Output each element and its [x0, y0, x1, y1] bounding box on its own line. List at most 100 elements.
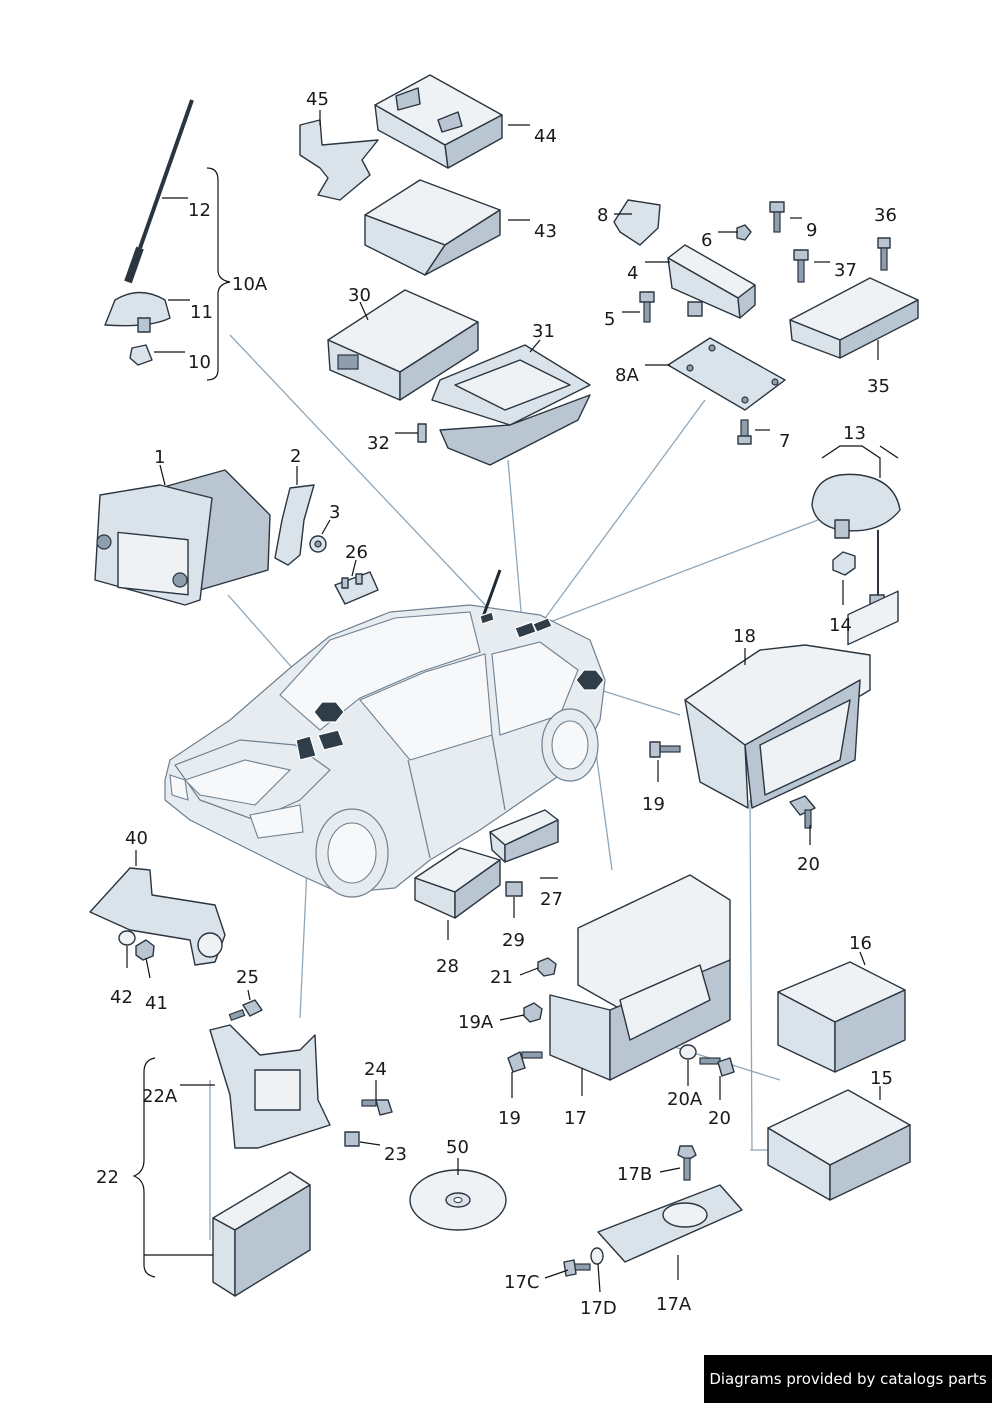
module-27: [489, 809, 559, 863]
label-part-20-lower: 20: [708, 1108, 731, 1129]
plate-8A: [667, 337, 786, 411]
label-part-12: 12: [188, 200, 211, 221]
nut-19A: [523, 1002, 543, 1023]
label-part-17C: 17C: [504, 1272, 539, 1293]
module-44: [374, 74, 503, 169]
screw-24: [361, 1099, 393, 1116]
screw-17C: [563, 1259, 591, 1277]
label-part-32: 32: [367, 433, 390, 454]
label-part-17B: 17B: [617, 1164, 652, 1185]
nut-14: [832, 551, 856, 576]
label-part-13: 13: [843, 423, 866, 444]
label-part-6: 6: [701, 230, 712, 251]
label-part-8: 8: [597, 205, 608, 226]
bracket-22A: [209, 1024, 331, 1149]
label-part-36: 36: [874, 205, 897, 226]
label-part-20A: 20A: [667, 1089, 703, 1110]
plate-17A: [597, 1184, 743, 1263]
label-part-31: 31: [532, 321, 555, 342]
label-part-14: 14: [829, 615, 852, 636]
screw-9: [769, 201, 785, 233]
nut-41: [135, 939, 155, 961]
module-35: [789, 277, 919, 359]
label-part-19-upper: 19: [642, 794, 665, 815]
housing-18: [684, 644, 871, 809]
cd-changer-15: [767, 1089, 911, 1201]
bracket-2: [274, 484, 315, 566]
label-part-22: 22: [96, 1167, 119, 1188]
bracket-40: [89, 867, 226, 966]
label-part-24: 24: [364, 1059, 387, 1080]
clip-29: [505, 881, 523, 897]
car-illustration: [164, 569, 606, 898]
module-22: [212, 1171, 311, 1297]
screw-37: [793, 249, 809, 283]
label-part-2: 2: [290, 446, 301, 467]
screw-5: [639, 291, 655, 323]
screw-20-bottom: [699, 1057, 735, 1077]
antenna-13: [811, 473, 901, 616]
label-part-4: 4: [627, 263, 638, 284]
footer-badge: Diagrams provided by catalogs parts: [704, 1355, 992, 1403]
clip-26: [334, 571, 379, 605]
label-part-5: 5: [604, 309, 615, 330]
screw-17B: [677, 1145, 697, 1181]
label-part-16: 16: [849, 933, 872, 954]
screw-25: [228, 999, 263, 1021]
label-part-10: 10: [188, 352, 211, 373]
label-part-22A: 22A: [142, 1086, 178, 1107]
label-part-17D: 17D: [580, 1298, 617, 1319]
label-part-45: 45: [306, 89, 329, 110]
label-part-9: 9: [806, 220, 817, 241]
label-part-26: 26: [345, 542, 368, 563]
label-part-20-upper: 20: [797, 854, 820, 875]
label-part-15: 15: [870, 1068, 893, 1089]
screw-32: [417, 423, 427, 443]
label-part-35: 35: [867, 376, 890, 397]
label-part-17: 17: [564, 1108, 587, 1129]
frame-17: [549, 874, 731, 1081]
module-43: [364, 179, 501, 276]
washer-42: [118, 930, 136, 946]
footer-credit-text: Diagrams provided by catalogs parts: [709, 1370, 987, 1388]
screw-7: [737, 419, 752, 445]
cd-changer-16: [777, 590, 906, 1073]
clip-23: [344, 1131, 360, 1147]
leader-lines: [126, 110, 899, 1293]
screw-36: [877, 237, 891, 271]
screw-19-top: [649, 741, 681, 758]
label-part-37: 37: [834, 260, 857, 281]
label-part-11: 11: [190, 302, 213, 323]
roof-antenna: [104, 99, 194, 366]
label-part-50: 50: [446, 1137, 469, 1158]
screw-19-bottom: [507, 1051, 543, 1073]
label-part-18: 18: [733, 626, 756, 647]
bracket-8: [613, 199, 661, 246]
label-part-8A: 8A: [615, 365, 639, 386]
screw-20-top: [789, 795, 816, 829]
label-part-28: 28: [436, 956, 459, 977]
label-part-19A: 19A: [458, 1012, 494, 1033]
label-part-19-lower: 19: [498, 1108, 521, 1129]
label-part-41: 41: [145, 993, 168, 1014]
radio-navigation-unit: [94, 469, 271, 606]
cd-disc-50: [409, 1169, 507, 1231]
washer-20A: [679, 1044, 697, 1060]
label-part-21: 21: [490, 967, 513, 988]
label-part-25: 25: [236, 967, 259, 988]
switch-28: [414, 847, 501, 919]
label-part-27: 27: [540, 889, 563, 910]
label-part-43: 43: [534, 221, 557, 242]
nut-21: [537, 957, 557, 977]
module-30: [327, 289, 479, 401]
bracket-45: [299, 119, 379, 201]
label-part-3: 3: [329, 502, 340, 523]
label-part-23: 23: [384, 1144, 407, 1165]
callout-labels: 12 11 10 10A 45 44 43 30 31 32 8 6 9 4 5…: [96, 89, 897, 1319]
label-part-17A: 17A: [656, 1294, 692, 1315]
bracket-31: [431, 344, 591, 466]
label-part-7: 7: [779, 431, 790, 452]
label-part-44: 44: [534, 126, 557, 147]
label-part-29: 29: [502, 930, 525, 951]
